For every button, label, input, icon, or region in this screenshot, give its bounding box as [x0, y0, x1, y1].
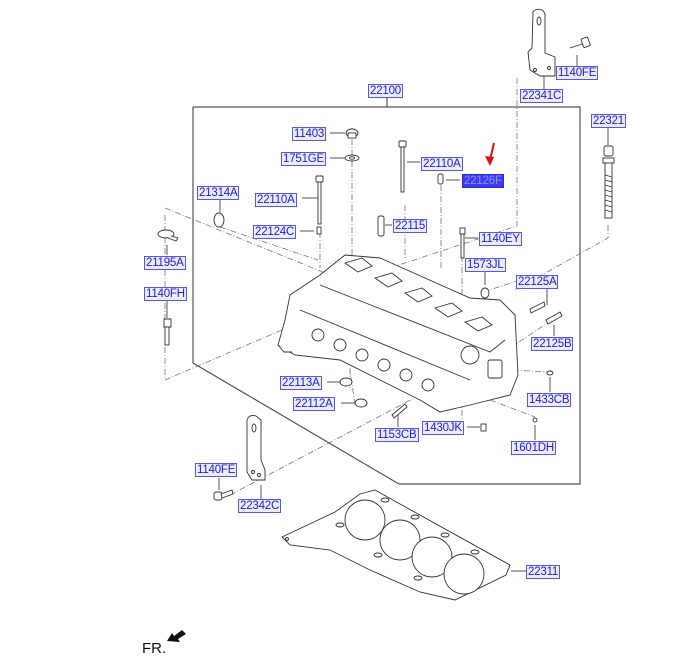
part-label-1140EY[interactable]: 1140EY [479, 232, 522, 246]
bolt-upper-drawing [569, 36, 591, 49]
part-label-1433CB[interactable]: 1433CB [527, 393, 572, 407]
part-label-22115[interactable]: 22115 [393, 219, 428, 233]
part-label-1140FE-top[interactable]: 1140FE [556, 66, 599, 80]
part-label-11403[interactable]: 11403 [292, 127, 327, 141]
front-direction-label: FR. [142, 640, 167, 657]
part-label-21314A[interactable]: 21314A [197, 186, 240, 200]
part-label-22124C[interactable]: 22124C [253, 225, 297, 239]
part-label-1751GE[interactable]: 1751GE [281, 152, 326, 166]
part-label-1601DH[interactable]: 1601DH [511, 441, 556, 455]
selection-arrow-icon [485, 142, 495, 166]
part-label-1430JK[interactable]: 1430JK [422, 421, 464, 435]
part-label-22110A-right[interactable]: 22110A [421, 157, 463, 171]
part-label-22342C[interactable]: 22342C [238, 499, 282, 513]
bracket-lower-drawing [213, 415, 266, 501]
part-label-22110A-left[interactable]: 22110A [255, 193, 297, 207]
part-label-1573JL[interactable]: 1573JL [465, 258, 506, 272]
part-label-22100[interactable]: 22100 [368, 84, 403, 98]
cylinder-head-drawing [277, 254, 519, 413]
bracket-upper-drawing [527, 8, 556, 77]
part-label-22125B[interactable]: 22125B [531, 337, 574, 351]
part-label-1153CB[interactable]: 1153CB [375, 428, 419, 442]
part-label-22126F-selected[interactable]: 22126F [462, 174, 504, 188]
part-label-22113A[interactable]: 22113A [280, 376, 322, 390]
part-label-1140FE-bottom[interactable]: 1140FE [195, 463, 238, 477]
part-label-22311[interactable]: 22311 [526, 565, 561, 579]
part-label-22112A[interactable]: 22112A [293, 397, 335, 411]
head-gasket-drawing [281, 489, 511, 601]
part-label-1140FH[interactable]: 1140FH [144, 287, 187, 301]
front-arrow-icon [167, 630, 186, 642]
head-bolt-drawing [602, 145, 615, 219]
part-label-22341C[interactable]: 22341C [520, 89, 564, 103]
part-label-22125A[interactable]: 22125A [516, 275, 559, 289]
small-parts-drawing [157, 128, 563, 432]
part-label-22321[interactable]: 22321 [591, 114, 626, 128]
part-label-21195A[interactable]: 21195A [144, 256, 186, 270]
